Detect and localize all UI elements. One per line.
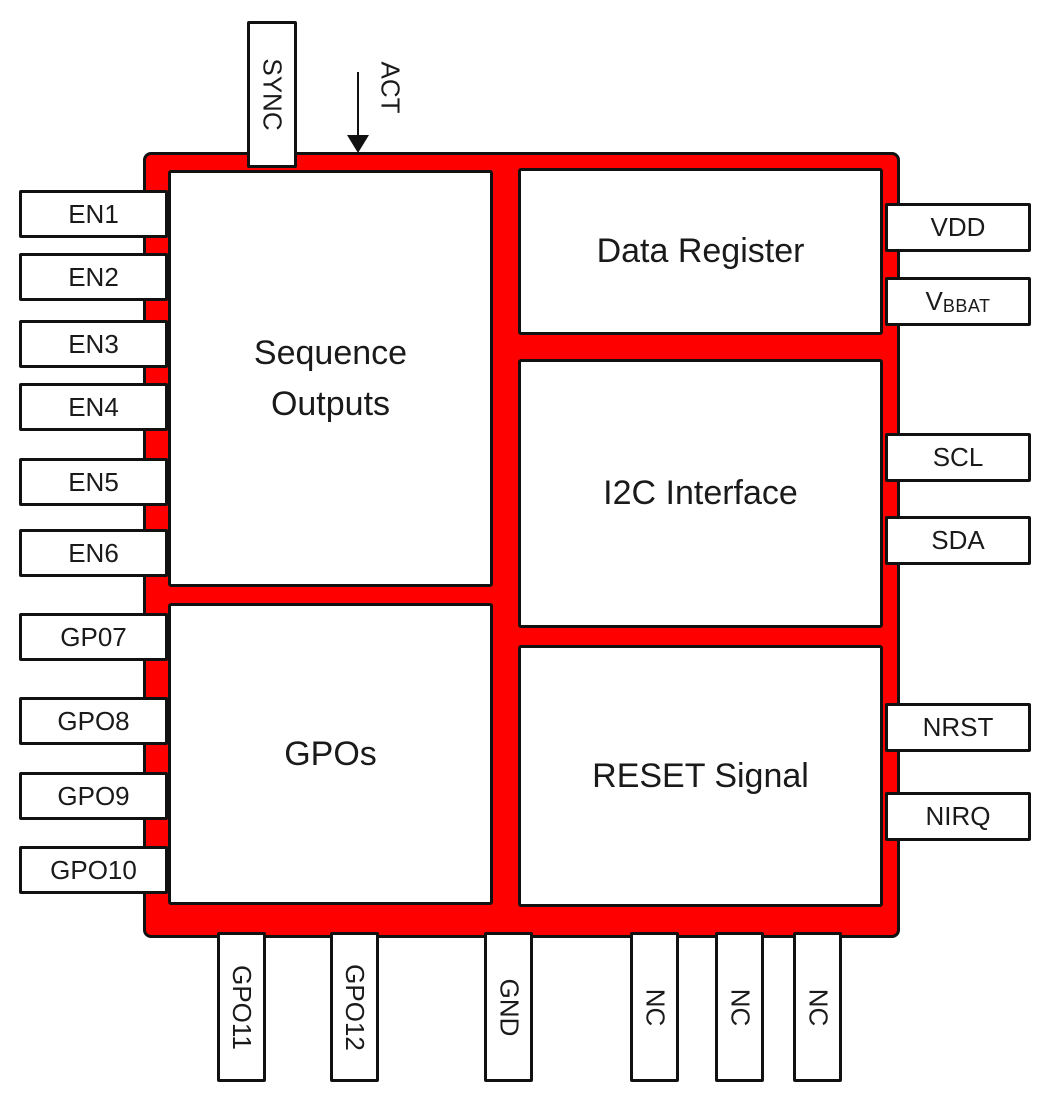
pin-gpo10-label: GPO10: [50, 854, 137, 885]
block-gpos: GPOs: [168, 603, 493, 905]
block-data-register-label: Data Register: [596, 232, 805, 270]
pin-sync: SYNC: [247, 21, 297, 168]
block-reset-signal: RESET Signal: [518, 645, 883, 907]
pin-en6-label: EN6: [68, 537, 119, 568]
act-arrow-icon: [347, 135, 369, 153]
pin-gpo11-label: GPO11: [227, 964, 257, 1050]
pin-nc-3: NC: [793, 932, 842, 1082]
block-gpos-label: GPOs: [284, 734, 377, 773]
pin-scl: SCL: [885, 433, 1031, 482]
pin-scl-label: SCL: [932, 442, 984, 472]
pin-gpo9-label: GPO9: [57, 780, 130, 811]
pin-en1-label: EN1: [68, 198, 119, 229]
pin-en4-label: EN4: [68, 391, 119, 422]
pin-gp07-label: GP07: [60, 621, 127, 652]
pin-gp07: GP07: [19, 613, 168, 661]
block-sequence-outputs: Sequence Outputs: [168, 170, 493, 587]
block-reset-signal-label: RESET Signal: [592, 756, 809, 795]
pin-nrst: NRST: [885, 703, 1031, 752]
pin-gpo8: GPO8: [19, 697, 168, 745]
pin-vbbat-label: VBBAT: [925, 286, 991, 316]
pin-en2-label: EN2: [68, 261, 119, 292]
block-sequence-outputs-label: Sequence Outputs: [253, 333, 408, 423]
pin-gpo10: GPO10: [19, 846, 168, 894]
pin-en5-label: EN5: [68, 466, 119, 497]
pin-nc-1: NC: [630, 932, 679, 1082]
block-i2c-interface: I2C Interface: [518, 359, 883, 628]
pin-en3-label: EN3: [68, 328, 119, 359]
pin-en3: EN3: [19, 320, 168, 368]
pin-sync-label: SYNC: [257, 58, 288, 131]
pin-sda: SDA: [885, 516, 1031, 565]
pin-gpo8-label: GPO8: [57, 705, 130, 736]
pin-gpo11: GPO11: [217, 932, 266, 1082]
act-label: ACT: [375, 61, 406, 113]
pin-en6: EN6: [19, 529, 168, 577]
pin-en5: EN5: [19, 458, 168, 506]
pin-nc-2: NC: [715, 932, 764, 1082]
pin-nirq: NIRQ: [885, 792, 1031, 841]
pin-gpo9: GPO9: [19, 772, 168, 820]
act-arrow-line: [357, 72, 359, 136]
pin-gpo12-label: GPO12: [340, 963, 370, 1051]
block-data-register: Data Register: [518, 168, 883, 335]
pin-vdd-label: VDD: [930, 212, 986, 242]
pin-nc-1-label: NC: [640, 988, 670, 1026]
pin-nirq-label: NIRQ: [925, 801, 991, 831]
pin-nc-3-label: NC: [803, 988, 833, 1026]
pin-vbbat: VBBAT: [885, 277, 1031, 326]
pin-vbbat-subscript: BBAT: [942, 296, 991, 316]
pin-en2: EN2: [19, 253, 168, 301]
pin-en1: EN1: [19, 190, 168, 238]
pin-en4: EN4: [19, 383, 168, 431]
act-label-box: ACT: [372, 54, 408, 120]
pin-gpo12: GPO12: [330, 932, 379, 1082]
pin-nc-2-label: NC: [725, 988, 755, 1026]
pin-nrst-label: NRST: [922, 712, 994, 742]
pin-gnd: GND: [484, 932, 533, 1082]
pin-sda-label: SDA: [931, 525, 985, 555]
pin-gnd-label: GND: [494, 978, 524, 1036]
pin-vdd: VDD: [885, 203, 1031, 252]
block-i2c-interface-label: I2C Interface: [603, 474, 798, 512]
